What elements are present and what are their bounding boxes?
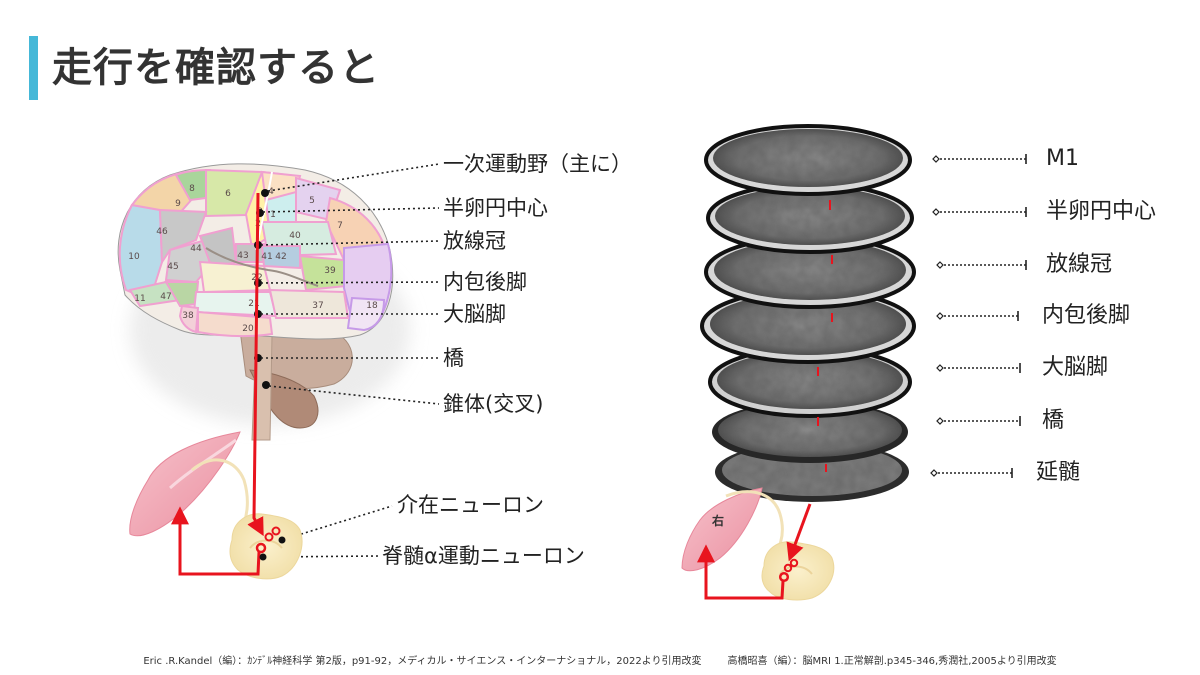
area-41-42 xyxy=(260,245,301,270)
muscle-right xyxy=(681,487,763,572)
mri-stack xyxy=(700,124,916,502)
mri-slice-3 xyxy=(706,182,914,254)
left-pathway xyxy=(171,192,286,576)
mri-label-medulla: 延髄 xyxy=(1036,460,1081,485)
brodmann-area-37: 37 xyxy=(312,301,323,311)
brain-label-pyramidal-decussation: 錐体(交叉) xyxy=(443,392,544,416)
mri-label-pons: 橋 xyxy=(1042,408,1065,433)
label-alpha-motor-neuron: 脊髄α運動ニューロン xyxy=(382,544,585,568)
brain-label-pons: 橋 xyxy=(443,346,464,370)
brain-label-cerebral-peduncle: 大脳脚 xyxy=(443,302,506,326)
brodmann-area-38: 38 xyxy=(182,311,194,321)
brodmann-area-11: 11 xyxy=(134,294,145,304)
brodmann-area-41: 41 xyxy=(261,252,272,262)
brodmann-area-7: 7 xyxy=(337,221,343,231)
mri-label-m1: M1 xyxy=(1046,146,1079,171)
brodmann-area-45: 45 xyxy=(167,262,178,272)
interneuron-dot xyxy=(278,536,286,544)
brodmann-numbers: 8 6 4 9 3 5 1 2 7 46 40 44 43 41 42 10 4… xyxy=(128,184,378,334)
brodmann-area-39: 39 xyxy=(324,266,336,276)
brain-leader-lines xyxy=(260,163,440,558)
mri-label-centrum-semiovale: 半卵円中心 xyxy=(1046,199,1157,224)
muscle-side-label: 右 xyxy=(712,514,725,528)
brain-lateral-view: 8 6 4 9 3 5 1 2 7 46 40 44 43 41 42 10 4… xyxy=(117,163,410,441)
brain-label-centrum-semiovale: 半卵円中心 xyxy=(443,196,548,220)
brain-label-corona-radiata: 放線冠 xyxy=(443,229,506,253)
brodmann-area-46: 46 xyxy=(156,227,168,237)
spinal-cord-left xyxy=(229,513,303,580)
brodmann-area-47: 47 xyxy=(160,292,171,302)
brodmann-area-10: 10 xyxy=(128,252,140,262)
brodmann-area-5: 5 xyxy=(309,196,315,206)
spinal-cord-right xyxy=(761,541,835,601)
mri-lesion-markers xyxy=(817,200,833,472)
brodmann-area-9: 9 xyxy=(175,199,181,209)
brodmann-area-40: 40 xyxy=(289,231,301,241)
mri-slice-7 xyxy=(712,401,908,463)
brain-label-primary-motor-cortex: 一次運動野（主に） xyxy=(443,152,632,176)
citation-kandel: Eric .R.Kandel（編）：ｶﾝﾃﾞﾙ神経科学 第2版，p91-92，メ… xyxy=(143,656,702,667)
mri-slice-top xyxy=(704,124,912,196)
title-accent-bar xyxy=(29,36,38,100)
mri-slice-5 xyxy=(700,288,916,364)
mri-label-corona-radiata: 放線冠 xyxy=(1046,252,1113,277)
right-pathway xyxy=(697,503,812,600)
brodmann-area-8: 8 xyxy=(189,184,195,194)
brodmann-area-18: 18 xyxy=(366,301,378,311)
brodmann-area-42: 42 xyxy=(275,252,286,262)
citation-footer: Eric .R.Kandel（編）：ｶﾝﾃﾞﾙ神経科学 第2版，p91-92，メ… xyxy=(0,652,1200,667)
mri-leader-lines xyxy=(930,154,1027,478)
brodmann-area-6: 6 xyxy=(225,189,231,199)
label-interneuron: 介在ニューロン xyxy=(397,493,544,517)
brodmann-area-44: 44 xyxy=(190,244,202,254)
mri-slice-4 xyxy=(704,235,916,309)
brodmann-area-4: 4 xyxy=(268,187,274,197)
alpha-motor-dot xyxy=(259,553,267,561)
area-20 xyxy=(197,310,274,338)
mri-slice-6 xyxy=(708,346,912,418)
area-37 xyxy=(268,288,350,319)
left-muscle-spinal xyxy=(129,431,303,580)
mri-label-internal-capsule-posterior-limb: 内包後脚 xyxy=(1042,303,1131,328)
brain-label-internal-capsule-posterior-limb: 内包後脚 xyxy=(443,270,527,294)
mri-label-cerebral-peduncle: 大脳脚 xyxy=(1042,355,1109,380)
brodmann-area-21: 21 xyxy=(248,299,259,309)
brodmann-area-1: 1 xyxy=(270,210,276,220)
slide-title: 走行を確認すると xyxy=(52,45,380,91)
sylvian-fissure xyxy=(205,247,319,287)
area-39 xyxy=(298,254,348,292)
area-38 xyxy=(178,304,200,334)
brodmann-area-20: 20 xyxy=(242,324,254,334)
brodmann-area-43: 43 xyxy=(237,251,248,261)
citation-takahashi: 高橋昭喜（編）：脳MRI 1.正常解剖.p345-346,秀潤社,2005より引… xyxy=(727,656,1057,667)
